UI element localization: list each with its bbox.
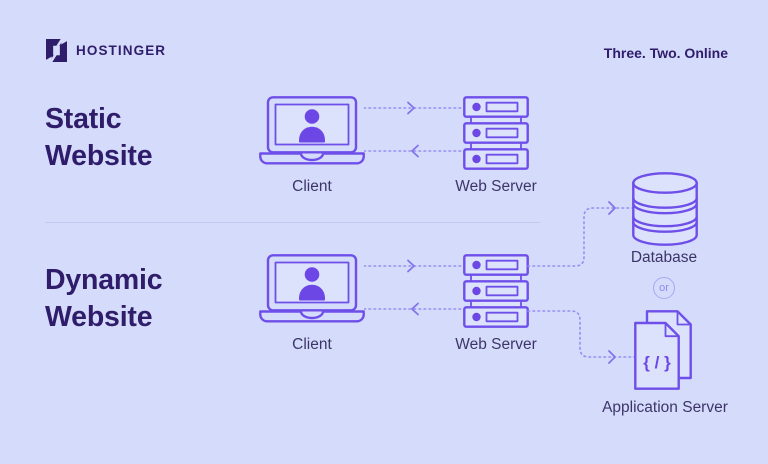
static-web-server-label: Web Server <box>455 178 537 195</box>
dynamic-client-laptop-icon <box>259 254 365 323</box>
static-client-label: Client <box>292 178 332 195</box>
database-icon <box>632 172 698 246</box>
arrow-right-icon <box>364 101 462 115</box>
arrow-left-icon <box>364 144 462 158</box>
application-server-icon: { / } <box>634 310 692 390</box>
code-glyph: { / } <box>643 353 671 372</box>
tagline: Three. Two. Online <box>603 45 728 61</box>
arrow-left-icon <box>364 302 462 316</box>
person-icon <box>304 267 320 282</box>
static-client-laptop-icon <box>259 96 365 165</box>
hostinger-logo-icon <box>46 39 67 62</box>
database-label: Database <box>630 249 698 266</box>
server-to-database-connector <box>527 201 638 364</box>
dynamic-client-label: Client <box>292 336 332 353</box>
section-divider <box>45 222 540 223</box>
or-badge-label: or <box>659 282 669 294</box>
dynamic-web-server-label: Web Server <box>455 336 537 353</box>
or-badge: or <box>653 277 675 299</box>
static-web-server-icon <box>463 96 529 170</box>
person-icon <box>304 109 320 124</box>
application-server-label: Application Server <box>602 399 728 416</box>
logo-wordmark: HOSTINGER <box>76 43 167 58</box>
dynamic-website-title: Dynamic Website <box>45 264 163 334</box>
static-website-title: Static Website <box>45 103 153 173</box>
hostinger-logo: HOSTINGER <box>46 39 166 62</box>
arrow-right-icon <box>364 259 462 273</box>
dynamic-web-server-icon <box>463 254 529 328</box>
